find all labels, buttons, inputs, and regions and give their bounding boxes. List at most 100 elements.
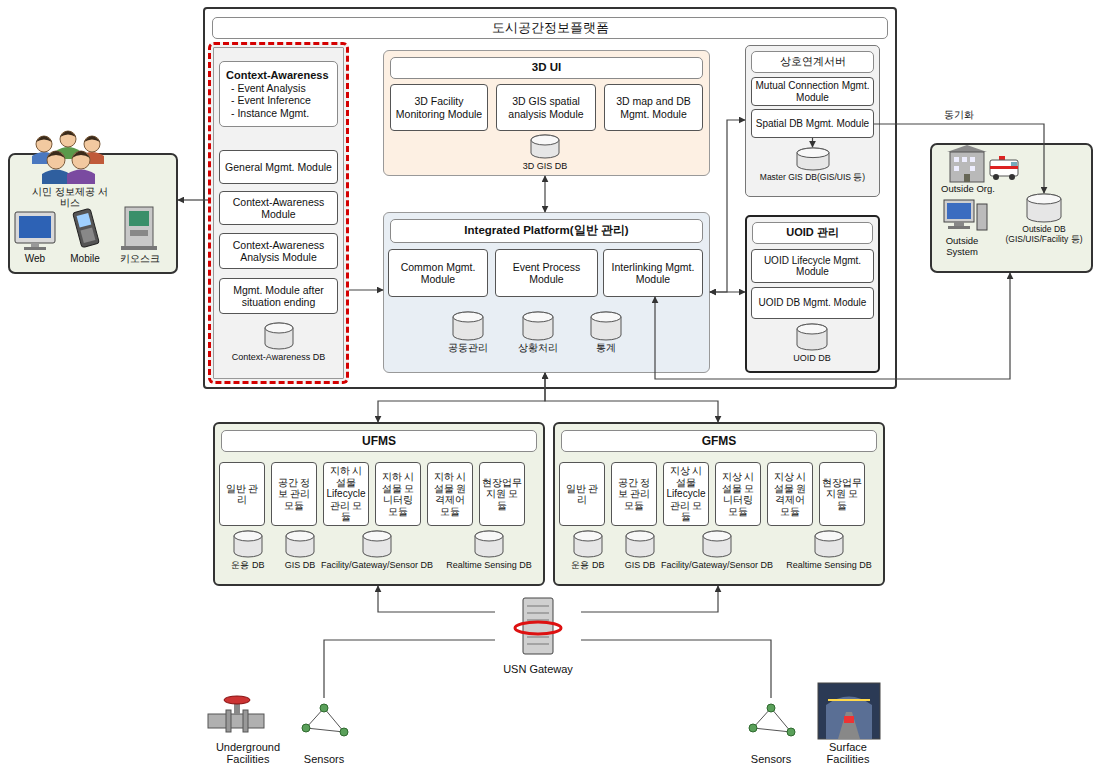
- cylinder-top: [574, 531, 602, 541]
- database-label: Realtime Sensing DB: [441, 560, 537, 570]
- connector: [378, 586, 495, 612]
- cylinder-top: [591, 312, 621, 322]
- module-label: 일반 관리: [561, 483, 603, 506]
- header-box: Integrated Platform(일반 관리): [390, 219, 703, 243]
- database-cylinder: Master GIS DB(GIS/UIS 등): [752, 147, 873, 193]
- ambulance-icon: [990, 156, 1018, 180]
- connector: [349, 289, 383, 290]
- cylinder-top: [523, 312, 553, 322]
- cylinder-body: [475, 531, 503, 557]
- module-box: 공간 정보 관리 모듈: [271, 462, 317, 526]
- module-box: 공간 정보 관리 모듈: [611, 462, 657, 526]
- cylinder-outline: [796, 147, 830, 171]
- panel-heading: Integrated Platform(일반 관리): [397, 224, 696, 238]
- cylinder-outline: [233, 530, 263, 558]
- module-box: 3D GIS spatial analysis Module: [496, 84, 596, 131]
- cylinder-outline: [522, 311, 554, 341]
- module-box: Interlinking Mgmt. Module: [603, 249, 703, 297]
- connector: [812, 138, 813, 147]
- module-label: 공간 정보 관리 모듈: [273, 477, 315, 512]
- cylinder-top: [363, 531, 391, 541]
- database-cylinder: 운용 DB: [222, 530, 274, 580]
- panel: 3D UI 3D Facility Monitoring Module 3D GIS…: [383, 50, 710, 176]
- cylinder-top: [531, 135, 559, 145]
- cylinder-outline: [285, 530, 315, 558]
- module-box: Spatial DB Mgmt. Module: [751, 109, 874, 138]
- database-label: 통계: [585, 343, 627, 354]
- module-label: Context-Awareness Module: [223, 196, 334, 220]
- module-label: 3D GIS spatial analysis Module: [500, 95, 592, 119]
- module-box: General Mgmt. Module: [219, 150, 338, 184]
- module-box: Context-Awareness Analysis Module: [219, 233, 338, 269]
- header-box: 상호연계서버: [751, 51, 874, 73]
- panel: GFMS 일반 관리 공간 정보 관리 모듈지상 시설물 Lifecycle 관리 …: [553, 422, 885, 586]
- facility-label: Surface Facilities: [808, 741, 888, 765]
- panel: 상호연계서버 Mutual Connection Mgmt. ModuleSpat…: [745, 45, 880, 197]
- platform-frame: 도시공간정보플랫폼Context-Awareness- Event Analys…: [203, 7, 897, 389]
- header-box: 3D UI: [390, 57, 703, 79]
- database-label: Master GIS DB(GIS/UIS 등): [752, 173, 873, 183]
- panel: UOID 관리 UOID Lifecycle Mgmt. ModuleUOID D…: [745, 215, 880, 373]
- module-label: Interlinking Mgmt. Module: [607, 261, 699, 285]
- module-box: 지하 시설물 모니터링 모듈: [375, 462, 421, 526]
- module-label: 3D Facility Monitoring Module: [394, 95, 484, 119]
- cylinder-body: [1027, 194, 1061, 222]
- connector: [544, 176, 545, 212]
- device-label: Sensors: [293, 753, 355, 766]
- module-box: 지상 시설물 Lifecycle 관리 모듈: [663, 462, 709, 526]
- database-cylinder: Realtime Sensing DB: [441, 530, 537, 580]
- database-label: 운용 DB: [222, 560, 274, 570]
- cylinder-top: [703, 531, 731, 541]
- cylinder-outline: [362, 530, 392, 558]
- cylinder-outline: [452, 311, 484, 341]
- header-box: GFMS: [561, 430, 877, 452]
- database-label: 상황처리: [517, 343, 559, 354]
- module-box: 일반 관리: [559, 462, 605, 526]
- database-label: Facility/Gateway/Sensor DB: [318, 560, 436, 570]
- group-label: Outside System: [934, 236, 990, 258]
- cylinder-top: [797, 148, 829, 158]
- header-box: UOID 관리: [752, 222, 873, 244]
- module-label: 지하 시설물 모니터링 모듈: [377, 471, 419, 517]
- module-label: 지상 시설물 Lifecycle 관리 모듈: [665, 465, 707, 523]
- module-label: UOID Lifecycle Mgmt. Module: [755, 255, 870, 278]
- cylinder-top: [797, 324, 827, 334]
- cylinder-outline: [264, 322, 294, 350]
- database-label: Facility/Gateway/Sensor DB: [658, 560, 776, 570]
- cylinder-outline: [530, 134, 560, 159]
- database-cylinder: 통계: [585, 311, 627, 367]
- database-cylinder: GIS DB: [276, 530, 324, 580]
- module-label: 지하 시설물 Lifecycle 관리 모듈: [325, 465, 367, 523]
- cylinder-top: [1027, 194, 1061, 204]
- database-label: UOID DB: [772, 353, 852, 363]
- database-cylinder: Context-Awareness DB: [218, 322, 339, 374]
- database-label: Outside DB (GIS/UIS/Facility 등): [999, 225, 1089, 245]
- panel-heading: 상호연계서버: [758, 55, 867, 68]
- database-label: 공동관리: [447, 343, 489, 354]
- cylinder-body: [265, 323, 293, 349]
- group-label: Outside Org.: [934, 184, 1002, 195]
- database-cylinder: Facility/Gateway/Sensor DB: [318, 530, 436, 580]
- module-box: 지하 시설물 원격제어 모듈: [427, 462, 473, 526]
- module-box: Mutual Connection Mgmt. Module: [751, 77, 874, 106]
- server-icon: [515, 598, 561, 654]
- cylinder-top: [265, 323, 293, 333]
- cylinder-top: [815, 531, 843, 541]
- module-label: 지하 시설물 원격제어 모듈: [429, 471, 471, 517]
- cylinder-top: [626, 531, 654, 541]
- module-box: 3D map and DB Mgmt. Module: [604, 84, 703, 131]
- pipe-valve-icon: [208, 696, 264, 732]
- group-label: Web: [11, 253, 59, 265]
- module-label: General Mgmt. Module: [223, 161, 334, 173]
- module-box: Mgmt. Module after situation ending: [219, 278, 338, 314]
- module-box: 지상 시설물 원격제어 모듈: [767, 462, 813, 526]
- connector: [178, 199, 208, 200]
- connector-label: 동기화: [942, 109, 976, 120]
- database-cylinder: 공동관리: [447, 311, 489, 367]
- cylinder-outline: [625, 530, 655, 558]
- cylinder-body: [234, 531, 262, 557]
- panel-heading: UFMS: [228, 434, 530, 448]
- cylinder-body: [523, 312, 553, 340]
- cylinder-body: [797, 148, 829, 170]
